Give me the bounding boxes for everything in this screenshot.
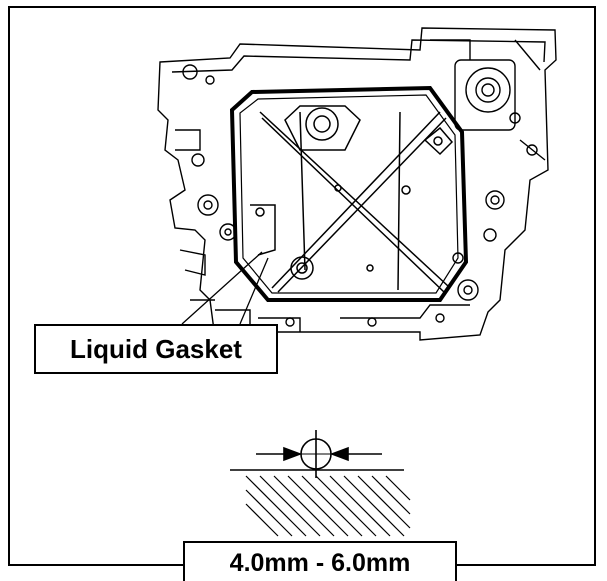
gasket-sealing-bead [229,85,469,302]
liquid-gasket-label: Liquid Gasket [34,324,278,374]
engine-block-outline [157,27,557,341]
hatched-surface [245,475,411,537]
pan-interior-ribs [250,105,454,293]
bead-width-label: 4.0mm - 6.0mm [183,541,457,581]
leader-lines [181,251,269,325]
bead-cross-section [230,430,404,478]
